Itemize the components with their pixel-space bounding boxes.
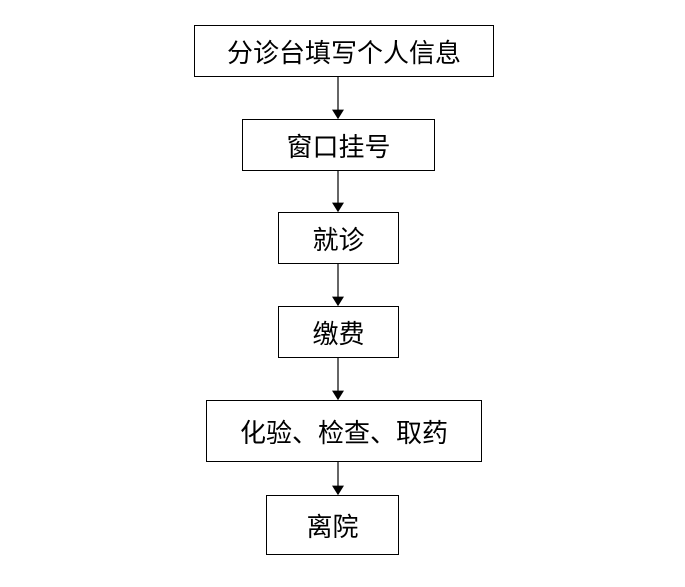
step-label: 化验、检查、取药 (239, 418, 448, 449)
step-label: 离院 (306, 512, 359, 543)
step-fill-personal-info: 分诊台填写个人信息 (194, 25, 494, 77)
step-payment: 缴费 (278, 306, 399, 358)
step-label: 分诊台填写个人信息 (226, 38, 461, 69)
step-window-registration: 窗口挂号 (242, 119, 435, 171)
step-consultation: 就诊 (278, 212, 399, 264)
step-discharge: 离院 (266, 495, 399, 555)
step-label: 就诊 (312, 225, 365, 256)
step-label: 窗口挂号 (286, 132, 391, 163)
step-tests-and-medicine: 化验、检查、取药 (206, 400, 482, 462)
step-label: 缴费 (312, 319, 365, 350)
